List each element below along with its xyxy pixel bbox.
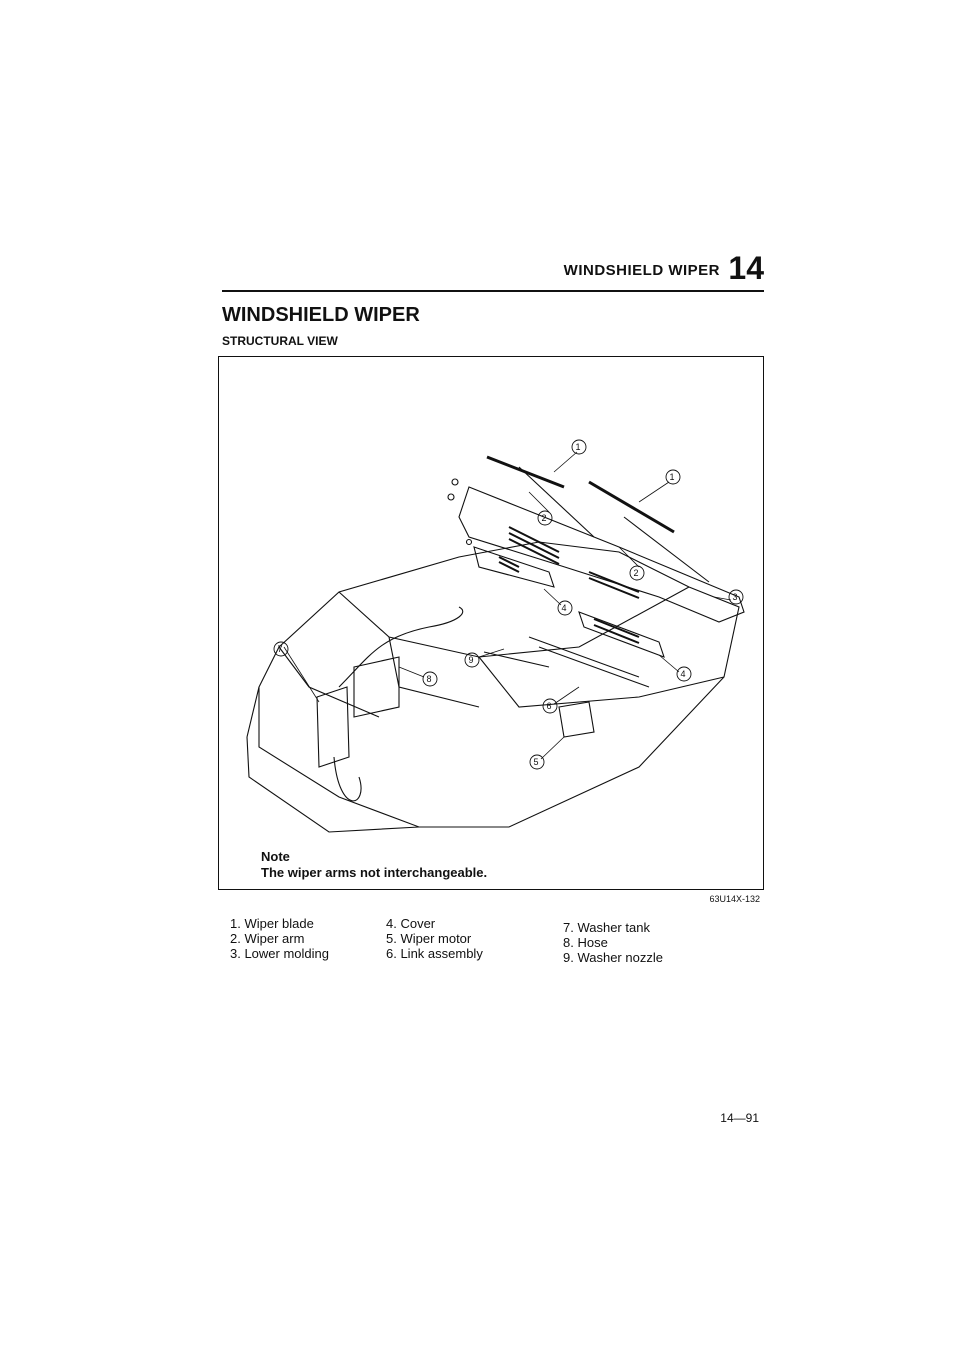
note-text: The wiper arms not interchangeable. — [261, 865, 488, 880]
callout-5: 5 — [534, 757, 539, 767]
legend-item: 7. Washer tank — [563, 920, 650, 935]
callout-6: 6 — [547, 701, 552, 711]
callout-1a: 1 — [576, 442, 581, 452]
chapter-number: 14 — [728, 250, 764, 286]
callout-2a: 2 — [542, 513, 547, 523]
callout-1b: 1 — [670, 472, 675, 482]
callout-4b: 4 — [681, 669, 686, 679]
legend-column-2: 4. Cover 5. Wiper motor 6. Link assembly — [386, 916, 483, 961]
callout-4a: 4 — [562, 603, 567, 613]
wiper-arm-1 — [518, 466, 595, 538]
leader-lines — [283, 451, 732, 760]
subtitle: STRUCTURAL VIEW — [222, 334, 338, 348]
legend-item: 2. Wiper arm — [230, 931, 305, 946]
figure-code: 63U14X-132 — [709, 894, 760, 904]
lower-molding — [458, 486, 745, 623]
wiper-diagram: 1 1 2 2 3 4 4 5 6 7 8 9 — [246, 439, 745, 833]
battery — [353, 656, 400, 718]
wiper-blade-2 — [588, 480, 675, 534]
header-title: WINDSHIELD WIPER — [563, 262, 720, 279]
callout-8: 8 — [427, 674, 432, 684]
page-number: 14—91 — [720, 1111, 759, 1125]
wiper-arm-2 — [623, 516, 710, 583]
legend-item: 9. Washer nozzle — [563, 950, 663, 965]
washer-tank — [316, 686, 350, 768]
legend-item: 3. Lower molding — [230, 946, 329, 961]
legend-item: 4. Cover — [386, 916, 436, 931]
callout-7: 7 — [278, 644, 283, 654]
washer-nozzle-line — [483, 651, 550, 668]
cover-right — [578, 611, 665, 658]
cover-left — [473, 546, 555, 588]
legend-column-1: 1. Wiper blade 2. Wiper arm 3. Lower mol… — [230, 916, 329, 961]
wiper-motor — [558, 701, 595, 738]
link-assembly — [528, 636, 650, 688]
legend-item: 1. Wiper blade — [230, 916, 314, 931]
wiper-blade-1 — [486, 455, 565, 489]
car-body-outline — [258, 541, 740, 828]
page-header: WINDSHIELD WIPER 14 — [222, 248, 764, 292]
callouts: 1 1 2 2 3 4 4 5 6 7 8 9 — [273, 439, 744, 770]
legend-column-3: 7. Washer tank 8. Hose 9. Washer nozzle — [563, 920, 663, 965]
legend-item: 5. Wiper motor — [386, 931, 472, 946]
washer-hose — [333, 606, 464, 802]
callout-2b: 2 — [634, 568, 639, 578]
cowl-vents — [508, 526, 640, 599]
callout-9: 9 — [469, 655, 474, 665]
front-bumper-outline — [246, 686, 420, 833]
callout-3: 3 — [733, 592, 738, 602]
note-heading: Note — [261, 849, 290, 864]
section-title: WINDSHIELD WIPER — [222, 304, 420, 326]
structural-view-figure: 1 1 2 2 3 4 4 5 6 7 8 9 Note The wiper a… — [218, 356, 764, 890]
legend-item: 6. Link assembly — [386, 946, 483, 961]
legend-item: 8. Hose — [563, 935, 608, 950]
